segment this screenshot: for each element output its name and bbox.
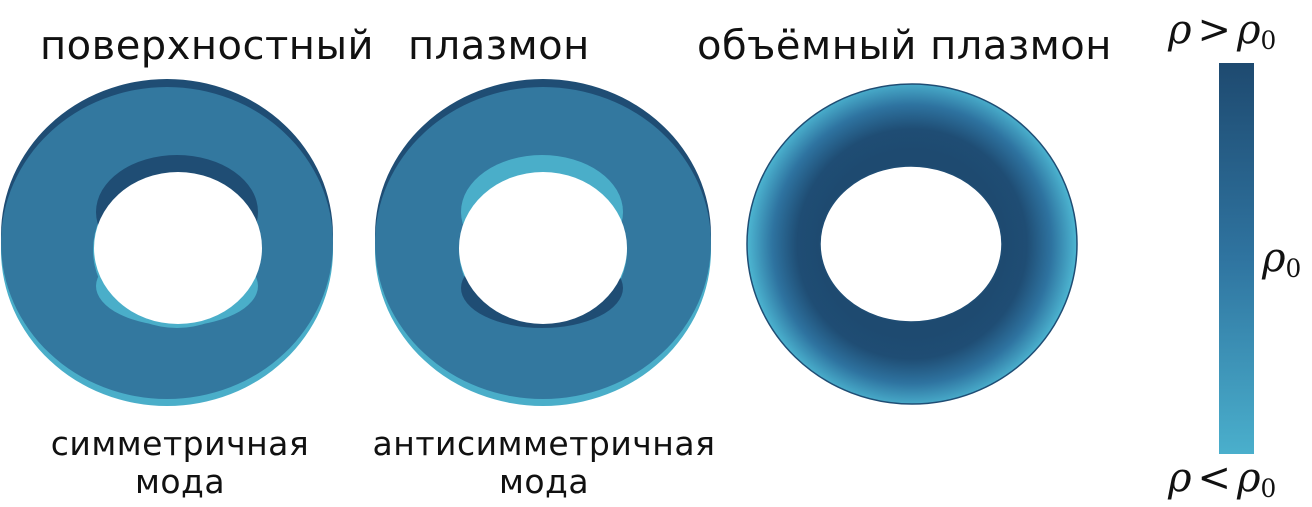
density-colorbar (1219, 63, 1254, 454)
caption-symmetric-line1: симметричная (30, 425, 330, 463)
colorbar-mid-label: ρ0 (1262, 238, 1301, 282)
colorbar-top-label: ρ>ρ0 (1168, 10, 1276, 54)
bottom-label-rho: ρ (1168, 455, 1192, 501)
bottom-label-op: < (1192, 455, 1238, 501)
volume-plasmon-ring (747, 84, 1077, 404)
caption-symmetric-line2: мода (30, 463, 330, 501)
antisymmetric-hole (459, 172, 627, 324)
colorbar-bottom-label: ρ<ρ0 (1168, 458, 1276, 502)
bottom-label-sub: 0 (1261, 474, 1277, 503)
top-label-ref: ρ (1237, 7, 1261, 53)
symmetric-mode-ring (1, 79, 333, 406)
top-label-op: > (1192, 7, 1238, 53)
bottom-label-ref: ρ (1237, 455, 1261, 501)
caption-antisymmetric-mode: антисимметричная мода (355, 425, 733, 501)
volume-ring-inner-edge (820, 166, 1002, 322)
symmetric-hole (94, 172, 262, 324)
top-label-rho: ρ (1168, 7, 1192, 53)
caption-antisymmetric-line2: мода (355, 463, 733, 501)
top-label-sub: 0 (1261, 26, 1277, 55)
caption-symmetric-mode: симметричная мода (30, 425, 330, 501)
caption-antisymmetric-line1: антисимметричная (355, 425, 733, 463)
antisymmetric-mode-ring (375, 79, 711, 406)
mid-label-sub: 0 (1286, 254, 1302, 283)
mid-label-rho: ρ (1262, 235, 1286, 281)
